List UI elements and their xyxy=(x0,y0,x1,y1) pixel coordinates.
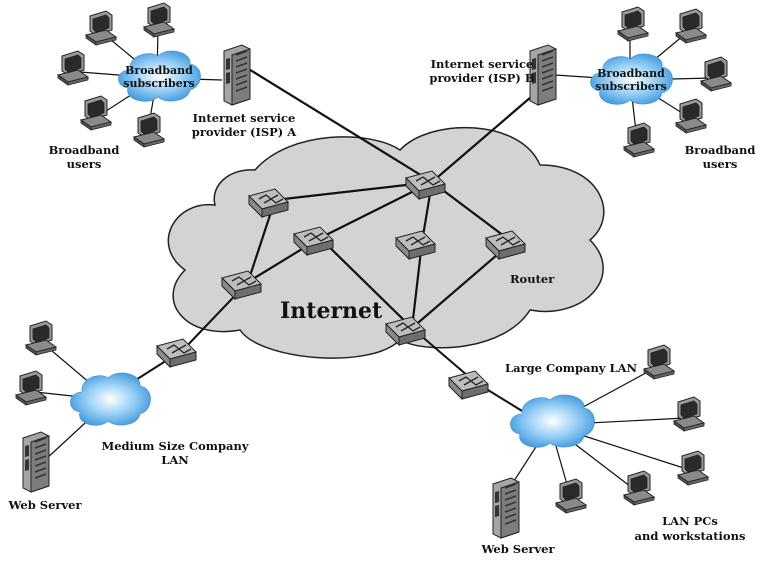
computer-icon xyxy=(675,98,707,134)
server-icon xyxy=(22,431,50,493)
router-label: Router xyxy=(510,272,555,286)
computer-icon xyxy=(15,370,47,406)
computer-icon xyxy=(143,2,175,38)
computer-icon xyxy=(677,450,709,486)
isp-b-label-1: Internet service xyxy=(431,57,534,71)
broadband-subscribers-right-label-2: subscribers xyxy=(595,80,666,93)
computer-icon xyxy=(623,470,655,506)
computer-icon xyxy=(25,320,57,356)
server-icon xyxy=(492,477,520,539)
computer-icon xyxy=(617,6,649,42)
computer-icon xyxy=(673,396,705,432)
computer-icon xyxy=(133,112,165,148)
isp-a-label-2: provider (ISP) A xyxy=(192,125,297,139)
computer-icon xyxy=(57,50,89,86)
broadband-users-right-label-1: Broadband xyxy=(685,143,756,157)
computer-icon xyxy=(675,8,707,44)
lan-pcs-label-1: LAN PCs xyxy=(662,514,718,528)
broadband-users-right-label-2: users xyxy=(703,157,738,171)
broadband-cloud-right xyxy=(590,53,673,105)
broadband-cloud-left xyxy=(118,50,201,102)
medium-company-lan-label-2: LAN xyxy=(161,453,189,467)
broadband-users-left-label-1: Broadband xyxy=(49,143,120,157)
internet-label: Internet xyxy=(280,298,383,324)
computer-icon xyxy=(623,122,655,158)
large-lan-cloud xyxy=(510,394,595,448)
web-server-right-label: Web Server xyxy=(480,542,555,556)
computer-icon xyxy=(555,478,587,514)
computer-icon xyxy=(85,10,117,46)
broadband-subscribers-right-label-1: Broadband xyxy=(597,67,665,80)
broadband-users-left-label-2: users xyxy=(67,157,102,171)
lan-pcs-label-2: and workstations xyxy=(635,529,746,543)
computer-icon xyxy=(643,344,675,380)
server-icon xyxy=(223,44,251,106)
medium-lan-cloud xyxy=(70,372,151,426)
isp-b-label-2: provider (ISP) B xyxy=(429,71,534,85)
internet-cloud xyxy=(167,126,605,359)
router-icon xyxy=(448,370,489,400)
medium-company-lan-label-1: Medium Size Company xyxy=(101,439,248,453)
computer-icon xyxy=(700,56,732,92)
computer-icon xyxy=(80,95,112,131)
large-company-lan-label: Large Company LAN xyxy=(505,361,637,375)
broadband-subscribers-left-label-2: subscribers xyxy=(123,77,194,90)
broadband-subscribers-left-label-1: Broadband xyxy=(125,64,193,77)
web-server-left-label: Web Server xyxy=(7,498,82,512)
isp-a-label-1: Internet service xyxy=(193,111,296,125)
